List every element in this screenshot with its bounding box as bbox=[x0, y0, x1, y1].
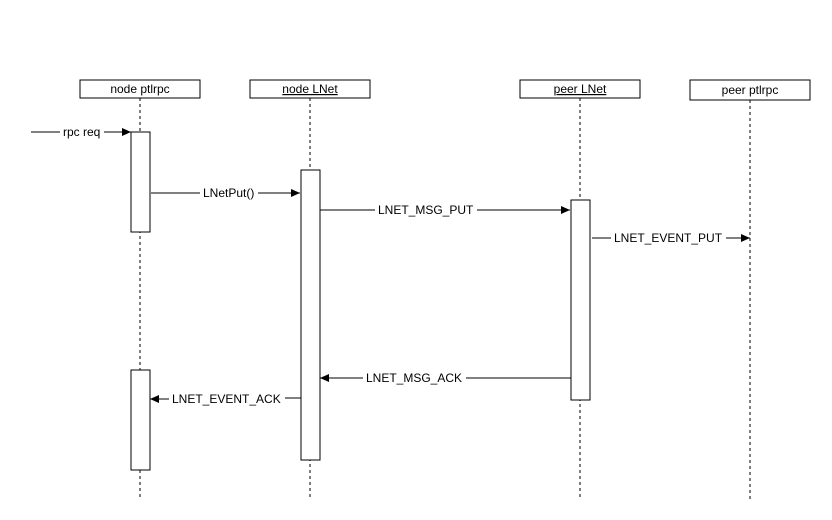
message-label: LNetPut() bbox=[203, 186, 254, 200]
message-lnetput: LNetPut() bbox=[151, 186, 300, 200]
participant-node-ptlrpc: node ptlrpc bbox=[79, 79, 201, 99]
participant-label: peer ptlrpc bbox=[722, 83, 779, 97]
participant-node-lnet: node LNet bbox=[249, 79, 371, 99]
message-rpc-req: rpc req bbox=[31, 125, 131, 139]
message-label: LNET_EVENT_ACK bbox=[172, 392, 281, 406]
message-lnet-msg-ack: LNET_MSG_ACK bbox=[320, 371, 571, 385]
activation-node-lnet bbox=[300, 169, 321, 461]
participant-peer-lnet: peer LNet bbox=[519, 79, 641, 99]
message-label: LNET_MSG_PUT bbox=[378, 203, 474, 217]
activation-node-ptlrpc-2 bbox=[130, 369, 151, 471]
message-lnet-event-put: LNET_EVENT_PUT bbox=[592, 231, 750, 245]
participant-peer-ptlrpc: peer ptlrpc bbox=[689, 79, 811, 101]
participant-label: node ptlrpc bbox=[110, 82, 169, 96]
message-label: LNET_MSG_ACK bbox=[366, 371, 462, 385]
participant-label: node LNet bbox=[282, 82, 338, 96]
activation-node-ptlrpc-1 bbox=[130, 131, 151, 233]
message-label: rpc req bbox=[63, 125, 100, 139]
message-lnet-msg-put: LNET_MSG_PUT bbox=[320, 203, 570, 217]
message-lnet-event-ack: LNET_EVENT_ACK bbox=[150, 392, 301, 406]
message-label: LNET_EVENT_PUT bbox=[614, 231, 723, 245]
participant-label: peer LNet bbox=[554, 82, 607, 96]
activation-peer-lnet bbox=[570, 199, 591, 401]
